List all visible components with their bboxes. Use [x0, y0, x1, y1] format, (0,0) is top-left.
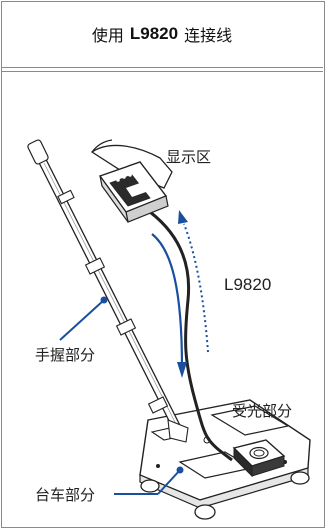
handle-callout-dot — [100, 296, 108, 304]
cart-callout-dot — [176, 466, 184, 474]
title-suffix: 连接线 — [184, 26, 233, 45]
flow-arrowhead-down — [177, 362, 187, 378]
handle-pole — [27, 139, 189, 443]
title-divider — [1, 67, 323, 68]
cart-callout-line-angle — [157, 469, 181, 495]
cable-label: L9820 — [224, 275, 272, 294]
display-unit — [98, 161, 169, 223]
flow-arrow-up — [183, 223, 209, 353]
flow-arrow-down — [151, 233, 184, 369]
cart-label: 台车部分 — [35, 486, 96, 504]
connection-cable — [149, 210, 233, 462]
illustration — [27, 139, 311, 520]
flow-arrowhead-up — [178, 210, 188, 224]
display-label: 显示区 — [166, 148, 212, 166]
title-model: L9820 — [129, 24, 179, 43]
sensor-unit — [232, 439, 286, 478]
title-prefix: 使用 — [91, 26, 124, 45]
cart-base — [139, 399, 311, 520]
sensor-label: 受光部分 — [232, 402, 293, 420]
title-divider-second — [1, 71, 323, 72]
handle-callout-line — [59, 299, 105, 341]
handle-label: 手握部分 — [35, 346, 96, 364]
figure-title: 使用 L9820 连接线 — [1, 1, 323, 67]
